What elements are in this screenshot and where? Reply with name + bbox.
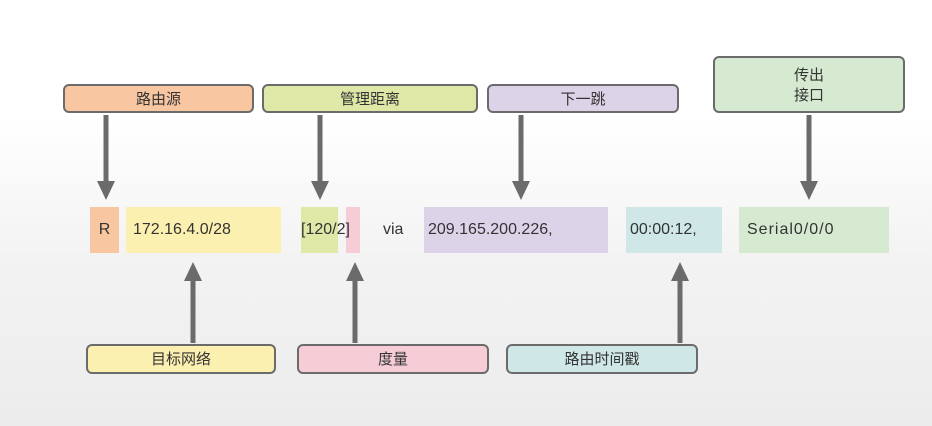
route-via-text: via xyxy=(383,221,404,238)
route-next-hop-text: 209.165.200.226, xyxy=(428,221,553,238)
arrow-admin-distance-head xyxy=(311,181,329,200)
label-exit-interface: 传出 接口 xyxy=(713,56,905,113)
route-admin-distance-metric: [120/2] xyxy=(301,207,350,253)
arrow-heads xyxy=(97,181,818,281)
arrow-shafts xyxy=(103,115,812,343)
arrow-source-head xyxy=(97,181,115,200)
label-route-timestamp: 路由时间戳 xyxy=(506,344,698,374)
label-route-timestamp-text: 路由时间戳 xyxy=(564,350,640,368)
label-route-source-text: 路由源 xyxy=(135,89,181,108)
label-metric-text: 度量 xyxy=(377,350,408,368)
arrow-timestamp-head xyxy=(671,262,689,281)
label-route-source: 路由源 xyxy=(63,84,254,113)
route-via: via xyxy=(383,207,403,253)
label-admin-distance: 管理距离 xyxy=(262,84,478,113)
arrow-exit-interface-head xyxy=(800,181,818,200)
route-metric-highlight xyxy=(346,207,360,253)
route-admin-distance-metric-text: [120/2] xyxy=(301,221,350,238)
route-source-code: R xyxy=(90,207,119,253)
label-destination-network-text: 目标网络 xyxy=(150,350,211,368)
route-timestamp-text: 00:00:12, xyxy=(630,221,697,238)
label-destination-network: 目标网络 xyxy=(86,344,276,374)
route-destination-network-text: 172.16.4.0/28 xyxy=(133,221,231,238)
label-exit-interface-line2: 接口 xyxy=(793,85,824,104)
label-admin-distance-text: 管理距离 xyxy=(339,89,400,108)
label-next-hop-text: 下一跳 xyxy=(560,89,606,108)
route-next-hop: 209.165.200.226, xyxy=(424,207,608,253)
label-next-hop: 下一跳 xyxy=(487,84,679,113)
route-destination-network: 172.16.4.0/28 xyxy=(126,207,281,253)
arrow-next-hop-head xyxy=(512,181,530,200)
route-admin-distance-highlight xyxy=(301,207,338,253)
route-exit-interface-text: Serial0/0/0 xyxy=(747,221,835,238)
label-metric: 度量 xyxy=(297,344,489,374)
arrow-destination-head xyxy=(184,262,202,281)
route-source-code-text: R xyxy=(98,221,111,238)
arrow-metric-head xyxy=(346,262,364,281)
label-exit-interface-line1: 传出 xyxy=(793,65,824,84)
route-timestamp: 00:00:12, xyxy=(626,207,722,253)
route-exit-interface: Serial0/0/0 xyxy=(739,207,889,253)
